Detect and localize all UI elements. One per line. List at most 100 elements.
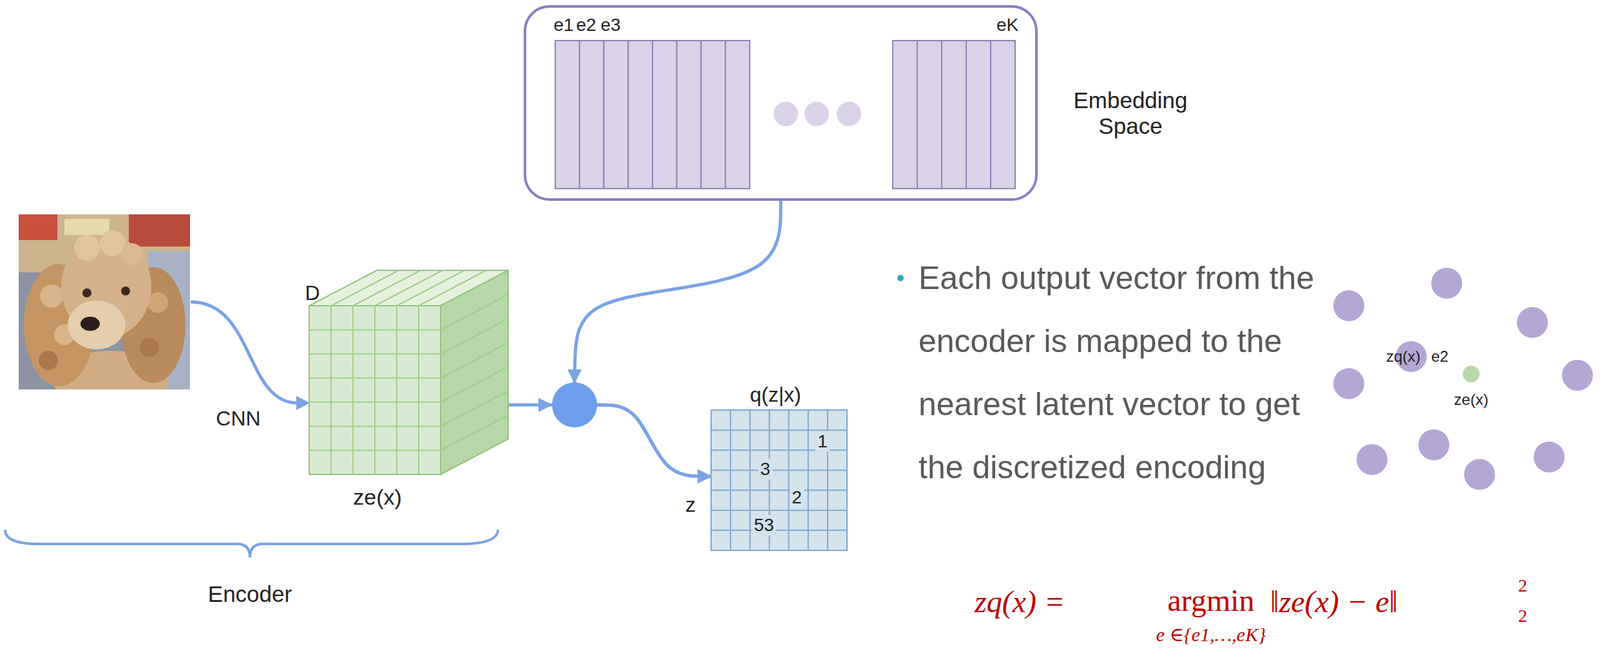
codebook-column bbox=[990, 40, 1016, 189]
codebook-column bbox=[579, 40, 605, 189]
encoder-brace bbox=[5, 530, 498, 558]
embedding-scatter bbox=[1333, 267, 1593, 491]
codebook-point bbox=[1533, 441, 1565, 473]
arrowhead bbox=[296, 396, 310, 411]
codebook-column bbox=[701, 40, 726, 189]
cube-grid-line bbox=[331, 270, 399, 306]
codebook-column bbox=[917, 40, 942, 189]
cube-grid-line bbox=[374, 305, 376, 475]
arrowhead bbox=[567, 369, 582, 384]
codebook-point bbox=[1464, 459, 1496, 491]
scatter-label: e2 bbox=[1431, 347, 1449, 366]
grid-line bbox=[788, 410, 790, 551]
codebook-point bbox=[1333, 290, 1365, 322]
codebook-column bbox=[941, 40, 967, 189]
ellipsis-dot bbox=[804, 101, 829, 127]
encoder-output-label: ze(x) bbox=[352, 485, 402, 511]
dog-curl bbox=[121, 243, 143, 266]
formula-subscript: 2 bbox=[1518, 606, 1528, 627]
cube-grid-line bbox=[309, 353, 441, 355]
cube-side-face bbox=[440, 270, 509, 475]
cube-shape bbox=[309, 270, 509, 475]
grid-line bbox=[711, 429, 848, 431]
formula-subscript: e ∈{e1,…,eK} bbox=[1156, 624, 1266, 647]
photo-background bbox=[128, 214, 191, 247]
dog-eye bbox=[82, 288, 92, 298]
dog-photo bbox=[18, 214, 191, 390]
bullet-text: Each output vector from the encoder is m… bbox=[918, 246, 1325, 500]
cube-grid-line bbox=[418, 305, 420, 475]
grid-line bbox=[807, 410, 810, 551]
formula-exponent: 2 bbox=[1518, 575, 1528, 597]
dog-curl bbox=[38, 351, 58, 371]
cube-grid-line bbox=[352, 305, 354, 475]
codebook-column bbox=[555, 40, 580, 189]
grid-ground bbox=[711, 410, 848, 551]
dog-nose bbox=[80, 316, 100, 332]
cube-grid-line bbox=[418, 270, 487, 306]
codebook-point bbox=[1516, 307, 1548, 339]
grid-line bbox=[711, 530, 848, 532]
cube-grid-line bbox=[440, 415, 509, 451]
dog-muzzle bbox=[67, 300, 126, 350]
connector-arrow bbox=[508, 405, 712, 477]
codebook-point bbox=[1333, 368, 1365, 400]
codebook-point bbox=[1418, 429, 1450, 461]
cube-grid-line bbox=[396, 270, 465, 306]
codebook-column bbox=[628, 40, 653, 189]
grid-line bbox=[711, 510, 848, 512]
codebook-block bbox=[555, 40, 1016, 189]
codebook-vector-label: e1 bbox=[553, 14, 574, 36]
bracket-label: Encoder bbox=[208, 581, 292, 608]
dog-curl bbox=[74, 235, 100, 261]
ellipsis-dot bbox=[836, 101, 862, 127]
codebook-point bbox=[1356, 444, 1388, 476]
code-index: 1 bbox=[815, 431, 830, 453]
scatter-label: zq(x) bbox=[1386, 347, 1421, 366]
code-index: 3 bbox=[758, 459, 773, 480]
embedding-space-box: e1e2e3eKEmbedding Space bbox=[523, 5, 1038, 201]
formula-lhs: zq(x) = bbox=[974, 584, 1065, 620]
codebook-column bbox=[652, 40, 677, 189]
cube-grid-line bbox=[309, 329, 441, 331]
code-index: 53 bbox=[751, 515, 776, 536]
dog-curl bbox=[139, 338, 160, 358]
dog-curl bbox=[39, 284, 64, 308]
cube-grid-line bbox=[374, 270, 443, 306]
cube-grid-line bbox=[309, 425, 441, 428]
cube-front-face bbox=[309, 305, 441, 475]
photo-background bbox=[64, 219, 110, 236]
latent-label: z bbox=[685, 493, 696, 518]
formula-norm: ‖ze(x) − e‖ bbox=[1270, 584, 1398, 620]
bullet-mark bbox=[897, 275, 904, 282]
codebook-vector-label: e2 bbox=[575, 14, 596, 36]
latent-index-grid: q(z|x)13253 bbox=[711, 410, 848, 551]
cube-grid-line bbox=[330, 305, 332, 475]
code-index: 2 bbox=[789, 487, 804, 509]
quantize-node bbox=[552, 382, 598, 428]
formula-operator: argmin bbox=[1167, 582, 1255, 619]
cube-grid-line bbox=[309, 401, 441, 404]
grid-line bbox=[749, 410, 751, 551]
codebook-column bbox=[604, 40, 629, 189]
codebook-column bbox=[676, 40, 702, 189]
scatter-label: ze(x) bbox=[1453, 390, 1488, 410]
operation-label: CNN bbox=[215, 407, 261, 431]
photo-background bbox=[18, 214, 58, 241]
cube-grid-line bbox=[396, 305, 398, 475]
grid-line bbox=[711, 490, 848, 492]
grid-line bbox=[729, 410, 732, 551]
codebook-column bbox=[725, 40, 750, 189]
dimension-label: D bbox=[304, 281, 320, 306]
encoder-output-cube: Dze(x) bbox=[309, 270, 509, 475]
ellipsis-dot bbox=[773, 101, 799, 127]
grid-line bbox=[711, 469, 848, 471]
codebook-column bbox=[892, 40, 918, 189]
arrowhead bbox=[538, 398, 553, 413]
posterior-label: q(z|x) bbox=[749, 383, 801, 408]
codebook-vector-label: e3 bbox=[600, 14, 621, 36]
